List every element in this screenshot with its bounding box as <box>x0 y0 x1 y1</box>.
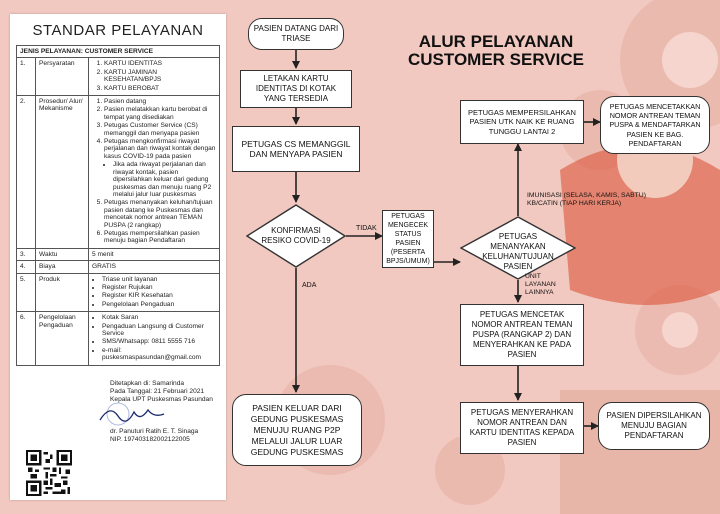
list-item: Register Rujukan <box>102 284 216 291</box>
sign-place: Ditetapkan di: Samarinda <box>110 380 185 387</box>
list-item: Pasien melatakkan kartu berobat di tempa… <box>104 106 216 121</box>
decision-covid-risk: KONFIRMASI RESIKO COVID-19 <box>261 226 331 245</box>
list-item: Pengelolaan Pengaduan <box>102 301 216 308</box>
list-item: e-mail: puskesmaspasundan@gmail.com <box>102 347 216 362</box>
node-print-queue-number: PETUGAS MENCETAK NOMOR ANTREAN TEMAN PUS… <box>460 304 584 366</box>
flowchart-title: ALUR PELAYANAN CUSTOMER SERVICE <box>407 32 585 69</box>
decision-covid-risk-shape <box>246 204 346 268</box>
node-patient-arrives: PASIEN DATANG DARI TRIASE <box>248 18 344 50</box>
table-row: 1. Persyaratan KARTU IDENTITAS KARTU JAM… <box>16 57 220 97</box>
edge-label-yes: ADA <box>302 282 317 289</box>
list-item: Triase unit layanan <box>102 276 216 283</box>
node-check-patient-status: PETUGAS MENGECEK STATUS PASIEN (PESERTA … <box>382 210 434 268</box>
decision-ask-complaint-shape <box>460 216 576 280</box>
list-item: Jika ada riwayat perjalanan dan riwayat … <box>113 161 216 198</box>
list-item: Petugas menanyakan keluhan/tujuan pasien… <box>104 199 216 229</box>
list-item: KARTU IDENTITAS <box>104 60 216 67</box>
edge-label-other-units: UNIT LAYANAN LAINNYA <box>525 273 556 296</box>
list-item: Pasien datang <box>104 98 216 105</box>
list-item: KARTU BEROBAT <box>104 85 216 92</box>
table-row: 6. Pengelolaan Pengaduan Kotak Saran Pen… <box>16 311 220 366</box>
node-cs-greets-patient: PETUGAS CS MEMANGGIL DAN MENYAPA PASIEN <box>232 126 360 172</box>
list-item: SMS/Whatsapp: 0811 5555 716 <box>102 338 216 345</box>
sign-role: Kepala UPT Puskesmas Pasundan <box>110 396 213 403</box>
list-item: Petugas mengkonfirmasi riwayat perjalana… <box>104 138 216 198</box>
sign-name: dr. Panuturi Ratih E. T. Sinaga <box>110 428 199 435</box>
node-go-to-registration: PASIEN DIPERSILAHKAN MENUJU BAGIAN PENDA… <box>598 402 710 450</box>
decision-ask-complaint: PETUGAS MENANYAKAN KELUHAN/TUJUAN PASIEN <box>482 232 554 271</box>
list-item: Register KIR Kesehatan <box>102 292 216 299</box>
node-print-queue-register: PETUGAS MENCETAKKAN NOMOR ANTREAN TEMAN … <box>600 96 710 154</box>
edge-label-no: TIDAK <box>356 225 377 232</box>
node-exit-to-p2p: PASIEN KELUAR DARI GEDUNG PUSKESMAS MENU… <box>232 394 362 466</box>
table-row: 4. Biaya GRATIS <box>16 260 220 274</box>
service-type-header: JENIS PELAYANAN: CUSTOMER SERVICE <box>16 44 220 59</box>
table-row: 3. Waktu 5 menit <box>16 247 220 262</box>
table-row: 2. Prosedur/ Alur/ Mekanisme Pasien data… <box>16 95 220 249</box>
sign-nip: NIP. 197403182002122005 <box>110 436 190 443</box>
list-item: KARTU JAMINAN KESEHATAN/BPJS <box>104 69 216 84</box>
qr-code-icon <box>26 450 72 496</box>
edge-label-immunization: IMUNISASI (SELASA, KAMIS, SABTU) KB/CATI… <box>527 192 646 207</box>
list-item: Kotak Saran <box>102 314 216 321</box>
sign-date: Pada Tanggal: 21 Februari 2021 <box>110 388 205 395</box>
node-place-id-card: LETAKAN KARTU IDENTITAS DI KOTAK YANG TE… <box>240 70 352 108</box>
service-standard-table: JENIS PELAYANAN: CUSTOMER SERVICE 1. Per… <box>16 44 220 366</box>
node-waiting-room-floor2: PETUGAS MEMPERSILAHKAN PASIEN UTK NAIK K… <box>460 100 584 144</box>
list-item: Petugas Customer Service (CS) memanggil … <box>104 122 216 137</box>
node-hand-over-queue: PETUGAS MENYERAHKAN NOMOR ANTREAN DAN KA… <box>460 402 584 454</box>
table-row: 5. Produk Triase unit layanan Register R… <box>16 272 220 313</box>
list-item: Pengaduan Langsung di Customer Service <box>102 323 216 338</box>
list-item: Petugas mempersilahkan pasien menuju bag… <box>104 230 216 245</box>
document-title: STANDAR PELAYANAN <box>32 22 204 39</box>
signature-icon <box>99 402 165 426</box>
service-standard-document: STANDAR PELAYANAN JENIS PELAYANAN: CUSTO… <box>10 14 226 500</box>
